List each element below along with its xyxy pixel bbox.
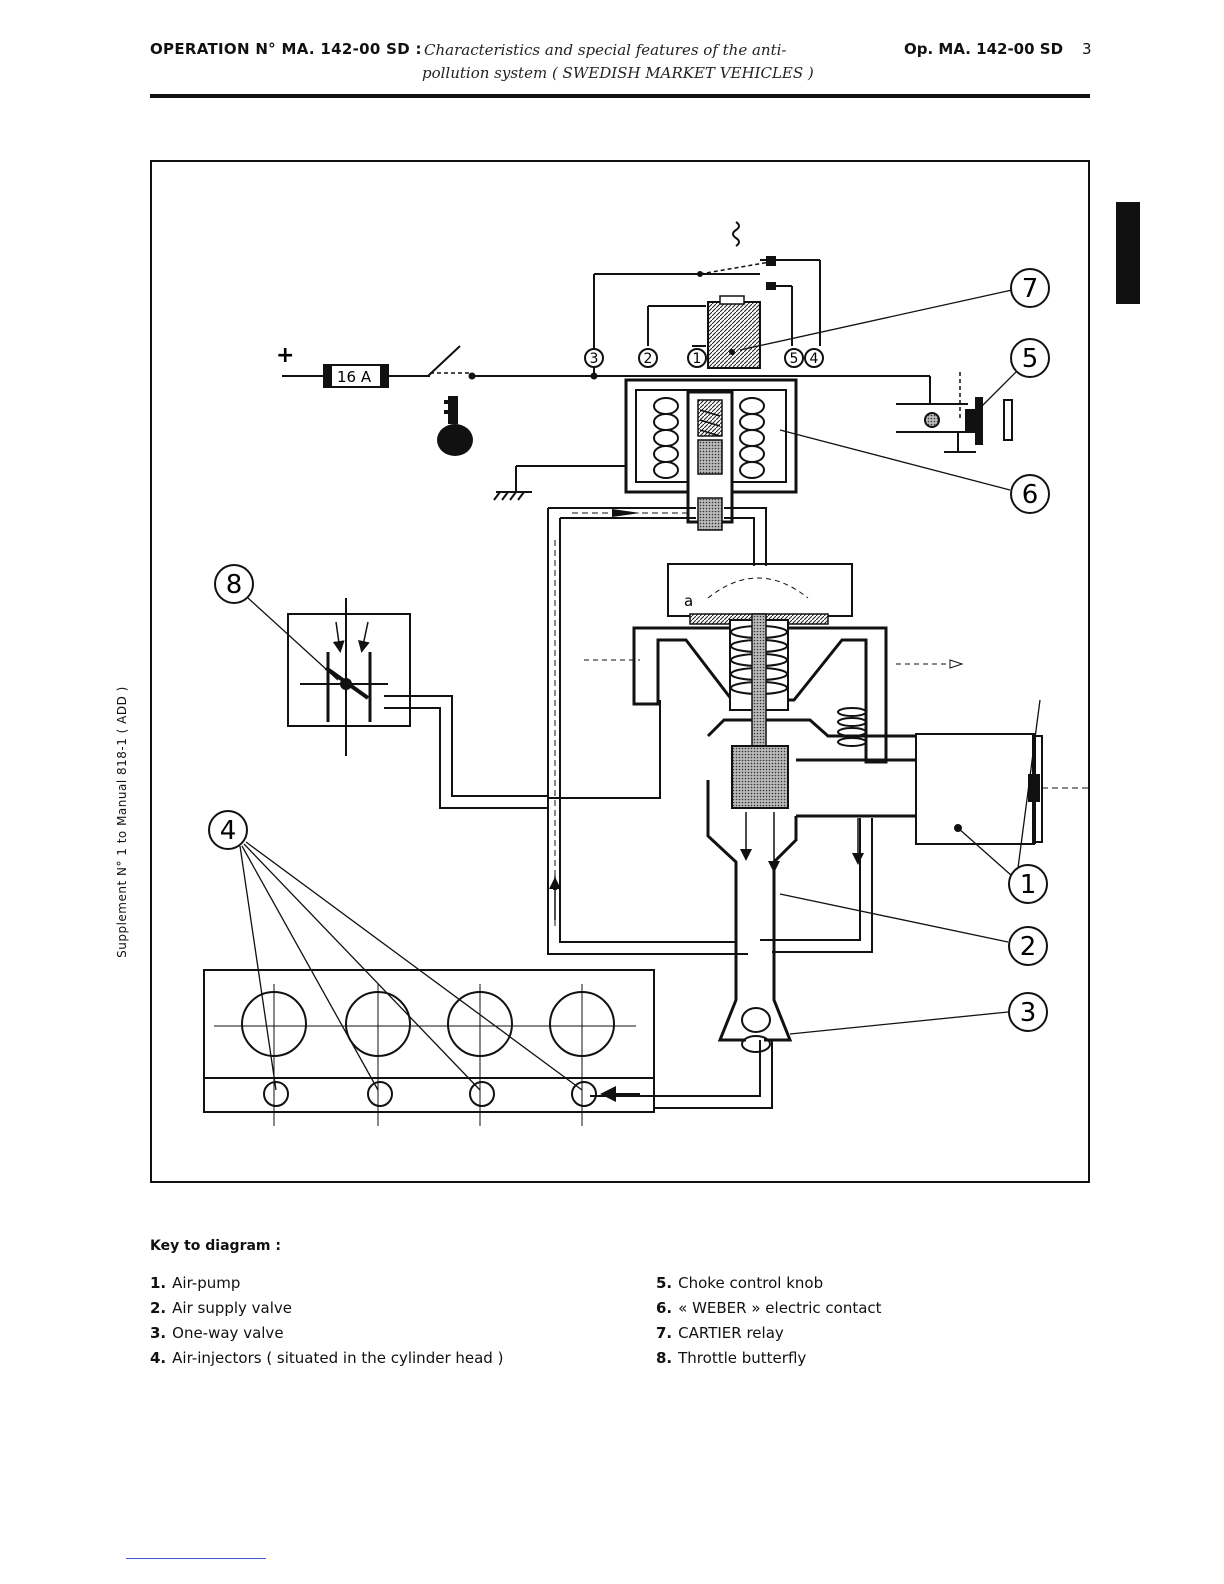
throttle-butterfly bbox=[287, 598, 411, 756]
bottom-divider bbox=[126, 1558, 266, 1559]
key-item-number: 4. bbox=[150, 1349, 167, 1367]
key-item-number: 3. bbox=[150, 1324, 167, 1342]
callout-6: 6 bbox=[1022, 480, 1039, 510]
one-way-valve bbox=[741, 1007, 771, 1053]
callouts: 7 5 6 8 4 1 2 3 bbox=[208, 268, 1050, 1032]
diagram-frame bbox=[150, 160, 1090, 1183]
callout-1: 1 bbox=[1020, 870, 1037, 900]
air-pump bbox=[915, 733, 1088, 845]
key-item-number: 7. bbox=[656, 1324, 673, 1342]
key-title: Key to diagram : bbox=[150, 1238, 281, 1254]
key-item: 3. One-way valve bbox=[150, 1324, 503, 1349]
air-pipes bbox=[384, 507, 873, 1109]
ignition-key-icon bbox=[437, 396, 473, 456]
leader-lines bbox=[239, 289, 1041, 1091]
key-item: 7. CARTIER relay bbox=[656, 1324, 882, 1349]
key-item: 2. Air supply valve bbox=[150, 1299, 503, 1324]
operation-title: OPERATION N° MA. 142-00 SD : bbox=[150, 40, 422, 58]
fuse-label: 16 A bbox=[337, 368, 372, 386]
callout-4: 4 bbox=[220, 816, 237, 846]
key-item-text: Air-pump bbox=[172, 1274, 241, 1292]
key-item-text: One-way valve bbox=[172, 1324, 284, 1342]
terminal-5-label: 5 bbox=[790, 351, 799, 367]
operation-subtitle-line2: pollution system ( SWEDISH MARKET VEHICL… bbox=[422, 64, 814, 82]
terminal-3-label: 3 bbox=[590, 351, 599, 367]
plus-sign: + bbox=[276, 343, 294, 368]
key-item-text: Air supply valve bbox=[172, 1299, 293, 1317]
key-item-number: 1. bbox=[150, 1274, 167, 1292]
relay-coil bbox=[707, 301, 761, 369]
key-item-text: CARTIER relay bbox=[678, 1324, 784, 1342]
solenoid-coils bbox=[653, 397, 765, 479]
terminal-2-label: 2 bbox=[644, 351, 653, 367]
key-item: 5. Choke control knob bbox=[656, 1274, 882, 1299]
key-item-text: Throttle butterfly bbox=[678, 1349, 807, 1367]
callout-5: 5 bbox=[1022, 344, 1039, 374]
electrical-circuit bbox=[282, 259, 960, 405]
key-item-number: 8. bbox=[656, 1349, 673, 1367]
operation-reference: Op. MA. 142-00 SD bbox=[904, 40, 1064, 58]
key-item-text: « WEBER » electric contact bbox=[678, 1299, 882, 1317]
terminal-1-label: 1 bbox=[693, 351, 702, 367]
key-list-right: 5. Choke control knob 6. « WEBER » electri… bbox=[656, 1274, 882, 1374]
callout-8: 8 bbox=[226, 570, 243, 600]
callout-7: 7 bbox=[1022, 274, 1039, 304]
key-list-left: 1. Air-pump 2. Air supply valve 3. One-way … bbox=[150, 1274, 503, 1374]
callout-2: 2 bbox=[1020, 932, 1037, 962]
key-item: 1. Air-pump bbox=[150, 1274, 503, 1299]
operation-subtitle-line1: Characteristics and special features of … bbox=[424, 41, 787, 59]
callout-3: 3 bbox=[1020, 998, 1037, 1028]
page-number: 3 bbox=[1082, 40, 1092, 58]
key-item-text: Choke control knob bbox=[678, 1274, 824, 1292]
header-rule bbox=[150, 94, 1090, 98]
ground-symbol bbox=[493, 465, 626, 501]
key-item-number: 5. bbox=[656, 1274, 673, 1292]
key-item: 6. « WEBER » electric contact bbox=[656, 1299, 882, 1324]
choke-control-knob bbox=[896, 397, 1013, 453]
key-item-number: 6. bbox=[656, 1299, 673, 1317]
terminal-4-label: 4 bbox=[810, 351, 819, 367]
air-supply-valve bbox=[632, 563, 916, 1042]
letter-a-label: a bbox=[684, 592, 693, 610]
key-item: 4. Air-injectors ( situated in the cylind… bbox=[150, 1349, 503, 1374]
key-item-number: 2. bbox=[150, 1299, 167, 1317]
section-tab-marker bbox=[1116, 202, 1140, 304]
key-item: 8. Throttle butterfly bbox=[656, 1349, 882, 1374]
page-header: OPERATION N° MA. 142-00 SD : Characteris… bbox=[150, 40, 1092, 98]
cylinder-block bbox=[203, 969, 655, 1126]
small-spring bbox=[837, 707, 867, 747]
terminal-labels: 3 2 1 5 4 bbox=[584, 348, 824, 368]
key-item-text: Air-injectors ( situated in the cylinder… bbox=[172, 1349, 504, 1367]
